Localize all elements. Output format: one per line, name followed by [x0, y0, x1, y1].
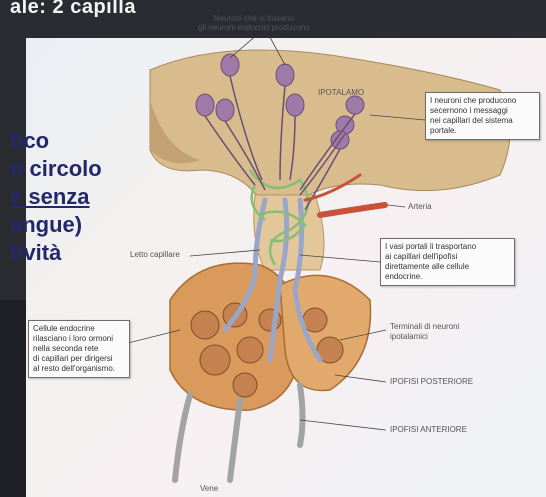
callout-vasi-portali: I vasi portali li trasportano ai capilla…	[380, 238, 515, 286]
label-ipotalamo: IPOTALAMO	[318, 88, 364, 97]
label-ipofisi-posteriore: IPOFISI POSTERIORE	[390, 377, 473, 386]
vein	[230, 400, 240, 480]
endocrine-cell	[237, 337, 263, 363]
label-ipofisi-anteriore: IPOFISI ANTERIORE	[390, 425, 467, 434]
callout-cellule-endocrine: Cellule endocrine rilasciano i loro ormo…	[28, 320, 130, 378]
left-text-line: n circolo	[10, 156, 102, 182]
label-letto-capillare: Letto capillare	[130, 250, 180, 259]
neuron-body	[196, 94, 214, 116]
dark-bottom-left-region	[0, 300, 26, 497]
label-vene: Vene	[200, 484, 218, 493]
neuron-body	[216, 99, 234, 121]
endocrine-cell	[233, 373, 257, 397]
left-text-line: e senza	[10, 184, 90, 210]
neuron-body	[221, 54, 239, 76]
label-arteria: Arteria	[408, 202, 432, 211]
neuron-body	[276, 64, 294, 86]
left-text-line: angue)	[10, 212, 82, 238]
neuron-body	[346, 96, 364, 114]
left-text-line: tico	[10, 128, 49, 154]
label-terminali: Terminali di neuroni ipotalamici	[390, 322, 459, 342]
callout-neuroni: I neuroni che producono secernono i mess…	[425, 92, 540, 140]
vein	[175, 395, 190, 480]
left-text-line: tività	[10, 240, 61, 266]
endocrine-cell	[191, 311, 219, 339]
label-top-neurons: Neuroni che si trovano gli neuroni endoc…	[198, 14, 310, 32]
endocrine-cell	[200, 345, 230, 375]
artery	[320, 205, 385, 215]
veins-out	[175, 385, 303, 480]
vein	[300, 385, 303, 445]
slide-header: ale: 2 capilla	[10, 0, 136, 19]
neuron-body	[286, 94, 304, 116]
